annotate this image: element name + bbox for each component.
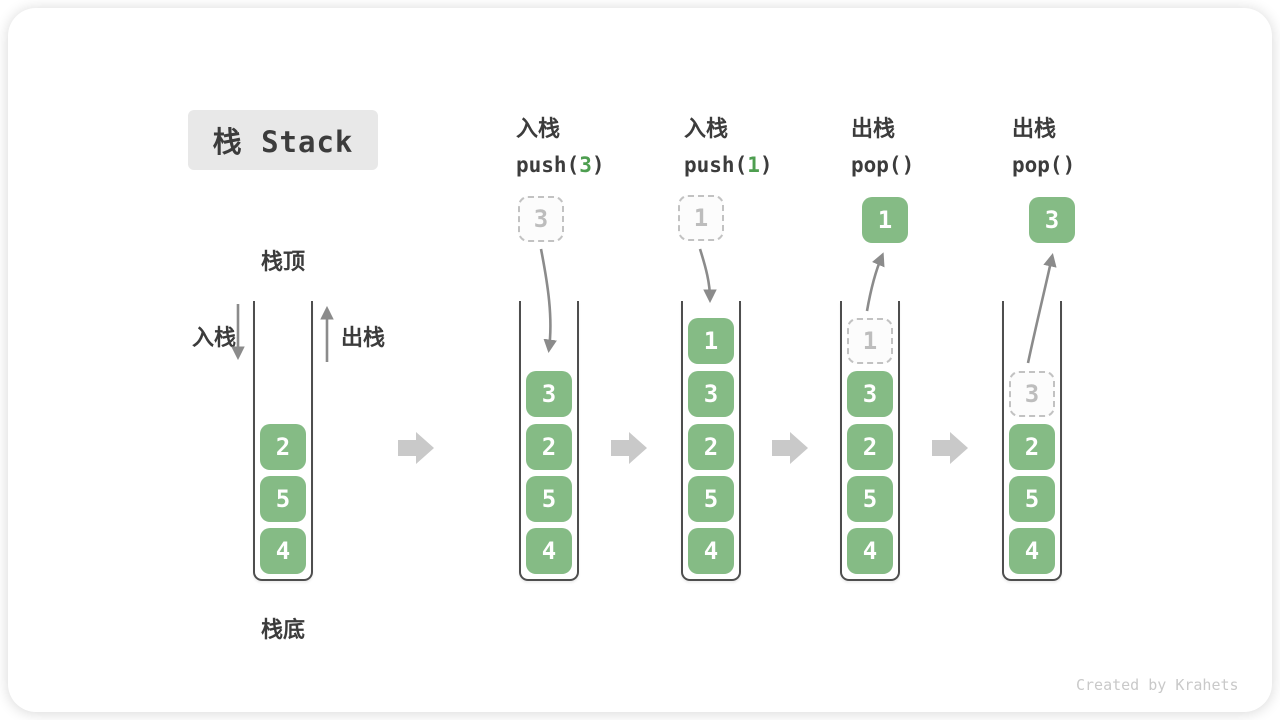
stack-cell: 4 bbox=[688, 528, 734, 574]
op-cn: 出栈 bbox=[1012, 116, 1057, 141]
stack-container-3 bbox=[681, 301, 741, 581]
stack-container-1 bbox=[253, 301, 313, 581]
op-code: pop() bbox=[851, 153, 915, 177]
stack-cell: 4 bbox=[1009, 528, 1055, 574]
incoming-value-box: 3 bbox=[518, 196, 564, 242]
stack-top-label: 栈顶 bbox=[260, 249, 305, 274]
popped-value-box: 3 bbox=[1029, 197, 1075, 243]
stack-cell: 5 bbox=[260, 476, 306, 522]
page-title: 栈 Stack bbox=[212, 125, 354, 159]
pop-side-label: 出栈 bbox=[341, 325, 386, 350]
stack-cell: 4 bbox=[847, 528, 893, 574]
push-side-label: 入栈 bbox=[192, 325, 237, 350]
stack-cell: 4 bbox=[526, 528, 572, 574]
stack-container-5 bbox=[1002, 301, 1062, 581]
stack-cell: 1 bbox=[688, 318, 734, 364]
stack-cell: 5 bbox=[847, 476, 893, 522]
op-code: push(1) bbox=[684, 153, 773, 177]
stack-cell: 3 bbox=[688, 371, 734, 417]
stack-cell: 5 bbox=[1009, 476, 1055, 522]
op-cn: 入栈 bbox=[516, 116, 561, 141]
op-label-pop-1: 出栈 pop() bbox=[851, 111, 914, 177]
stack-cell: 2 bbox=[526, 424, 572, 470]
stack-cell: 2 bbox=[847, 424, 893, 470]
stack-container-2 bbox=[519, 301, 579, 581]
stack-cell: 2 bbox=[1009, 424, 1055, 470]
stack-cell: 5 bbox=[526, 476, 572, 522]
incoming-value-box: 1 bbox=[678, 195, 724, 241]
op-cn: 出栈 bbox=[851, 116, 896, 141]
op-cn: 入栈 bbox=[684, 116, 729, 141]
op-label-push-1: 入栈 push(1) bbox=[684, 111, 773, 177]
stack-container-4 bbox=[840, 301, 900, 581]
op-arg: 3 bbox=[579, 153, 592, 177]
title-box: 栈 Stack bbox=[188, 110, 378, 170]
op-label-pop-2: 出栈 pop() bbox=[1012, 111, 1075, 177]
ghost-cell: 3 bbox=[1009, 371, 1055, 417]
stack-cell: 4 bbox=[260, 528, 306, 574]
stack-cell: 5 bbox=[688, 476, 734, 522]
stack-cell: 2 bbox=[688, 424, 734, 470]
popped-value-box: 1 bbox=[862, 197, 908, 243]
stack-cell: 3 bbox=[847, 371, 893, 417]
stack-cell: 2 bbox=[260, 424, 306, 470]
op-code: pop() bbox=[1012, 153, 1076, 177]
stack-bottom-label: 栈底 bbox=[260, 617, 305, 642]
op-label-push-3: 入栈 push(3) bbox=[516, 111, 605, 177]
op-code: push(3) bbox=[516, 153, 605, 177]
watermark: Created by Krahets bbox=[1076, 676, 1239, 694]
stack-cell: 3 bbox=[526, 371, 572, 417]
op-arg: 1 bbox=[747, 153, 760, 177]
ghost-cell: 1 bbox=[847, 318, 893, 364]
